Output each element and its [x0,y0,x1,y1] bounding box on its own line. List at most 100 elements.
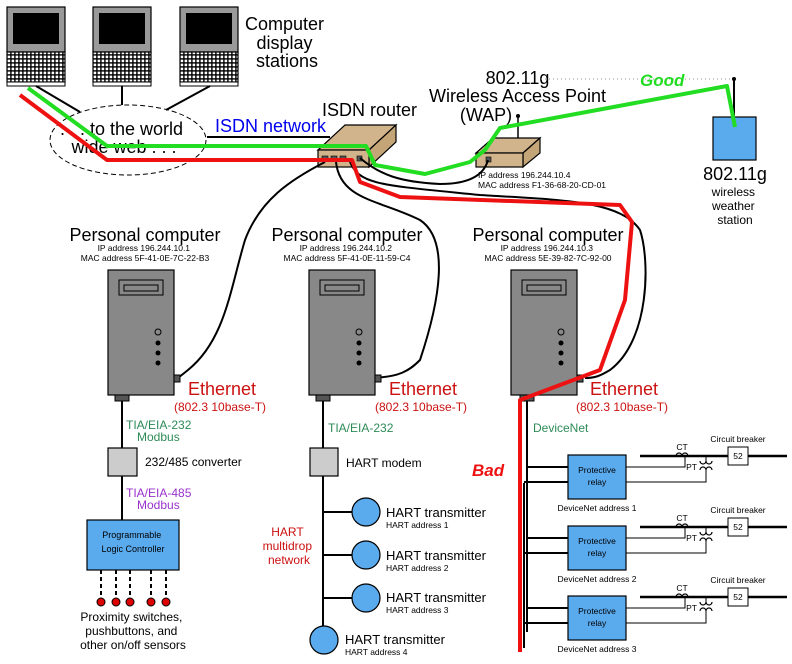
pc1-title: Personal computer [69,225,220,245]
ct-label: CT [676,583,687,593]
plc[interactable] [86,519,180,571]
good-label: Good [640,71,685,90]
sensor-icon[interactable] [146,597,156,607]
hart-modem[interactable] [309,447,339,477]
wap-label: 802.11g Wireless Access Point (WAP) [429,68,611,125]
hart-address-label: HART address 1 [386,520,449,530]
pt-primary-icon [699,460,713,465]
circuit-breaker[interactable] [727,587,749,607]
wap-antenna-tip [516,114,520,118]
personal-computer-2[interactable] [308,269,382,402]
pc1-address: IP address 196.244.10.1 MAC address 5F-4… [81,243,210,263]
devicenet-address-label: DeviceNet address 2 [558,574,637,584]
pt-primary-icon [699,601,713,606]
pt-secondary-icon [699,466,713,471]
hart-transmitter-icon[interactable] [309,625,339,655]
pc2-ethernet-std: (802.3 10base-T) [375,400,467,414]
ct-label: CT [676,442,687,452]
pc1-cable [177,161,326,379]
devicenet-label: DeviceNet [533,421,589,435]
hart-transmitter-label: HART transmitter [386,548,487,563]
bad-path [18,93,634,652]
pc3-title: Personal computer [472,225,623,245]
display-station-3 [179,6,239,87]
station-link-1 [35,85,81,113]
breaker-number: 52 [733,451,743,461]
weather-station-title: 802.11g [703,164,767,184]
hart-network-label: HART multidrop network [263,525,316,567]
ct-wire [626,456,686,468]
ct-label: CT [676,513,687,523]
pc2-title: Personal computer [271,225,422,245]
isdn-network-label: ISDN network [215,116,327,136]
devicenet-address-label: DeviceNet address 3 [558,644,637,654]
circuit-breaker[interactable] [727,446,749,466]
breaker-label: Circuit breaker [710,505,765,515]
breaker-label: Circuit breaker [710,434,765,444]
protective-relay[interactable] [567,454,627,500]
pt-wire [626,611,707,624]
display-stations-label: Computer display stations [245,14,329,71]
pc1-ethernet-label: Ethernet [188,379,256,399]
hart-transmitter-icon[interactable] [351,583,381,613]
pt-wire [626,470,707,483]
hart-transmitter-icon[interactable] [351,540,381,570]
good-path [26,84,737,176]
weather-antenna-tip [732,77,736,81]
hart-rs232-label: TIA/EIA-232 [328,421,394,435]
devicenet-address-label: DeviceNet address 1 [558,503,637,513]
pt-wire [626,541,707,554]
pt-secondary-icon [699,537,713,542]
ct-icon [675,593,689,598]
pc3-ethernet-label: Ethernet [590,379,658,399]
circuit-breaker[interactable] [727,517,749,537]
sensor-icon[interactable] [161,597,171,607]
rs232-modbus-label: TIA/EIA-232 Modbus [126,418,195,444]
protective-relay[interactable] [567,595,627,641]
hart-transmitter-icon[interactable] [351,497,381,527]
hart-address-label: HART address 4 [345,647,408,657]
wap-cable [359,157,489,186]
converter-232-485[interactable] [107,447,138,477]
sensor-icon[interactable] [125,597,135,607]
rs485-modbus-label: TIA/EIA-485 Modbus [126,486,195,512]
personal-computer-1[interactable] [107,269,181,402]
sensor-icon[interactable] [111,597,121,607]
wap-address: IP address 196.244.10.4 MAC address F1-3… [478,170,606,190]
display-station-1 [6,6,66,87]
plc-label: Programmable Logic Controller [101,530,164,554]
breaker-number: 52 [733,522,743,532]
hart-transmitter-label: HART transmitter [386,590,487,605]
weather-station-label: wireless weather station [711,185,759,227]
pc2-address: IP address 196.244.10.2 MAC address 5F-4… [284,243,411,263]
router-label: ISDN router [322,100,417,120]
wireless-access-point[interactable] [474,136,542,169]
pt-primary-icon [699,531,713,536]
protective-relay[interactable] [567,525,627,571]
sensor-icon[interactable] [96,597,106,607]
internet-cloud [49,104,207,176]
display-station-2 [92,6,152,87]
pt-label: PT [686,462,697,472]
pc3-ethernet-std: (802.3 10base-T) [576,400,668,414]
ct-icon [675,523,689,528]
pc3-address: IP address 196.244.10.3 MAC address 5E-3… [484,243,611,263]
pt-label: PT [686,603,697,613]
pc2-cable [335,161,440,379]
ct-wire [626,527,686,539]
pt-secondary-icon [699,607,713,612]
personal-computer-3[interactable] [510,269,584,402]
hart-address-label: HART address 3 [386,605,449,615]
